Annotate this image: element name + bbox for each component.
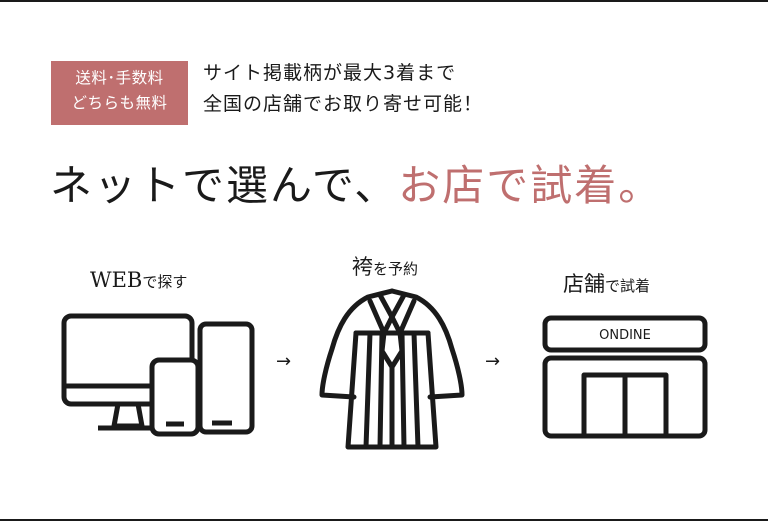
badge-line-2: どちらも無料: [71, 94, 168, 112]
top-border: [0, 0, 768, 2]
step-web-search-label: WEBで探す: [90, 268, 187, 292]
step-3-small: で試着: [605, 277, 651, 295]
badge-line-1: 送料･手数料: [75, 69, 164, 87]
store-icon: ONDINE: [542, 315, 708, 439]
promo-text: サイト掲載柄が最大3着まで 全国の店舗でお取り寄せ可能！: [203, 58, 483, 120]
headline-accent: お店で試着。: [398, 161, 663, 210]
hakama-icon: [319, 288, 465, 450]
devices-icon: [61, 313, 255, 437]
step-1-big: WEB: [90, 268, 143, 292]
arrow-right-icon: →: [276, 351, 292, 372]
bottom-border: [0, 519, 768, 521]
arrow-right-icon: →: [485, 351, 501, 372]
step-reserve-hakama-label: 袴を予約: [352, 251, 418, 281]
step-1-small: で探す: [142, 273, 188, 291]
step-2-small: を予約: [373, 260, 419, 278]
headline-main: ネットで選んで、: [50, 161, 399, 210]
step-store-fitting-label: 店舗で試着: [563, 268, 650, 298]
free-shipping-badge: 送料･手数料 どちらも無料: [51, 61, 188, 125]
step-3-big: 店舗: [563, 272, 605, 296]
step-2-big: 袴: [352, 255, 373, 279]
store-sign-text: ONDINE: [599, 328, 651, 343]
headline: ネットで選んで、お店で試着。: [50, 160, 662, 212]
promo-line-1: サイト掲載柄が最大3着まで: [203, 62, 457, 84]
promo-line-2: 全国の店舗でお取り寄せ可能！: [203, 93, 484, 115]
